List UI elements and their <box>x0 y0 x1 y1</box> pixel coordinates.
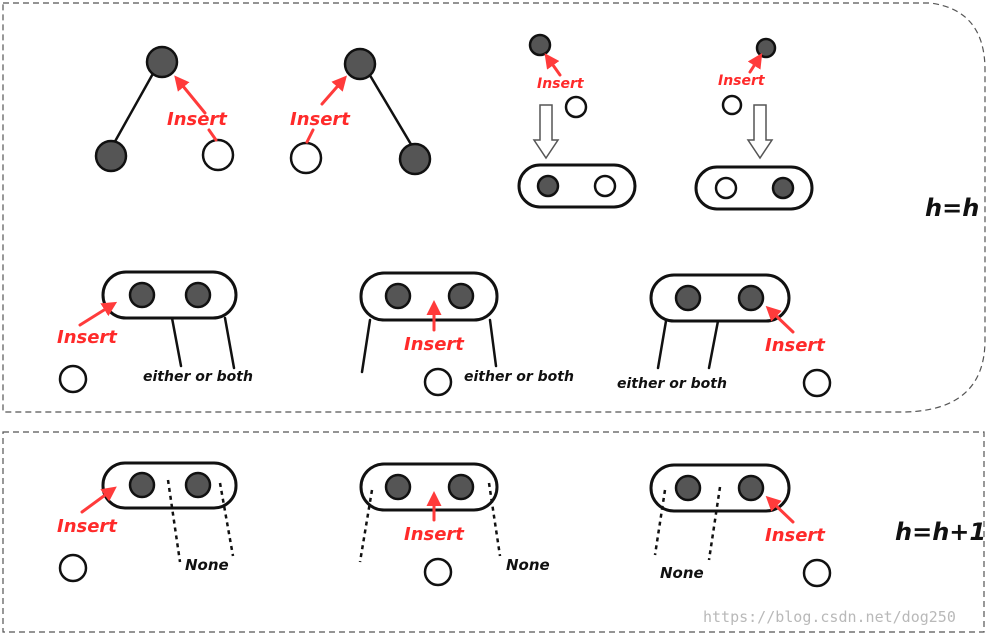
transition-arrow <box>746 104 774 160</box>
insert-label: Insert <box>167 109 228 130</box>
insert-arrow <box>765 305 795 334</box>
insert-label: Insert <box>718 73 766 89</box>
transition-arrow <box>532 104 560 160</box>
node-new <box>721 94 743 116</box>
node-new <box>714 176 738 200</box>
node-new <box>58 364 88 394</box>
node-root <box>343 47 377 81</box>
insert-arrow <box>80 486 117 514</box>
node-new <box>58 553 88 583</box>
child-edge <box>360 318 372 374</box>
none-note: None <box>506 556 550 574</box>
pill-node <box>359 271 499 322</box>
insert-label: Insert <box>404 334 465 355</box>
node-key <box>184 281 212 309</box>
pill-insert-left: Insert either or both <box>57 270 253 394</box>
insert-label: Insert <box>290 109 351 130</box>
child-edge <box>488 318 498 368</box>
merge-into-pill-right: Insert <box>517 33 637 209</box>
empty-child-edge <box>166 479 182 563</box>
empty-child-edge <box>707 486 722 561</box>
pill-node <box>694 165 814 211</box>
tree-left-insert: Insert <box>289 47 432 176</box>
node-existing <box>528 33 552 57</box>
insert-label: Insert <box>57 327 118 348</box>
node-key <box>737 474 765 502</box>
node-key <box>674 284 702 312</box>
node-key <box>384 282 412 310</box>
node-key <box>184 471 212 499</box>
insert-label: Insert <box>537 76 585 92</box>
node-new <box>802 558 832 588</box>
child-edge <box>170 316 183 368</box>
empty-child-edge <box>218 482 235 557</box>
node-key <box>384 473 412 501</box>
insert-arrow <box>765 495 795 524</box>
frame-h-plus-one <box>2 431 985 633</box>
either-or-both-note: either or both <box>143 369 253 385</box>
child-edge <box>707 319 720 370</box>
node-existing <box>536 174 560 198</box>
insert-arrow <box>544 53 562 77</box>
pill-node <box>649 463 791 513</box>
watermark: https://blog.csdn.net/dog250 <box>703 608 956 626</box>
insert-arrow-tail <box>305 128 315 144</box>
node-key <box>128 281 156 309</box>
insert-label: Insert <box>765 335 826 356</box>
insert-arrow <box>747 52 763 74</box>
frame-h-equal <box>2 2 986 413</box>
node-left <box>94 139 128 173</box>
either-or-both-note: either or both <box>617 376 727 392</box>
insert-label: Insert <box>765 525 826 546</box>
pill-insert-middle: Insert either or both <box>359 271 574 397</box>
pill-split-right: Insert None <box>649 463 832 588</box>
pill-insert-right: Insert either or both <box>617 273 832 398</box>
height-grows-label: h=h+1 <box>895 518 986 546</box>
pill-node <box>359 462 499 512</box>
node-root <box>145 45 179 79</box>
insert-label: Insert <box>57 516 118 537</box>
insert-arrow <box>320 75 347 106</box>
node-new <box>564 95 588 119</box>
node-existing <box>771 176 795 200</box>
node-new <box>593 174 617 198</box>
pill-node <box>649 273 791 323</box>
node-right <box>398 142 432 176</box>
child-edge <box>223 316 236 370</box>
node-new <box>289 141 323 175</box>
pill-node <box>101 461 238 510</box>
insert-arrow-tail <box>207 128 218 142</box>
empty-child-edge <box>653 489 667 556</box>
either-or-both-note: either or both <box>464 369 574 385</box>
node-new <box>423 367 453 397</box>
node-new <box>423 557 453 587</box>
child-edge <box>656 319 668 370</box>
node-key <box>447 473 475 501</box>
insert-arrow <box>78 301 118 327</box>
insert-arrow <box>174 75 207 115</box>
node-key <box>737 284 765 312</box>
node-new <box>201 138 235 172</box>
node-key <box>128 471 156 499</box>
height-unchanged-label: h=h <box>925 194 979 222</box>
merge-into-pill-left: Insert <box>694 37 814 211</box>
node-existing <box>755 37 777 59</box>
insert-label: Insert <box>404 524 465 545</box>
node-new <box>802 368 832 398</box>
none-note: None <box>185 556 229 574</box>
pill-split-middle: Insert None <box>358 462 550 587</box>
pill-node <box>517 163 637 209</box>
node-key <box>674 474 702 502</box>
node-key <box>447 282 475 310</box>
none-note: None <box>660 564 704 582</box>
pill-node <box>101 270 238 320</box>
pill-split-left: Insert None <box>57 461 238 583</box>
tree-right-insert: Insert <box>94 45 235 173</box>
